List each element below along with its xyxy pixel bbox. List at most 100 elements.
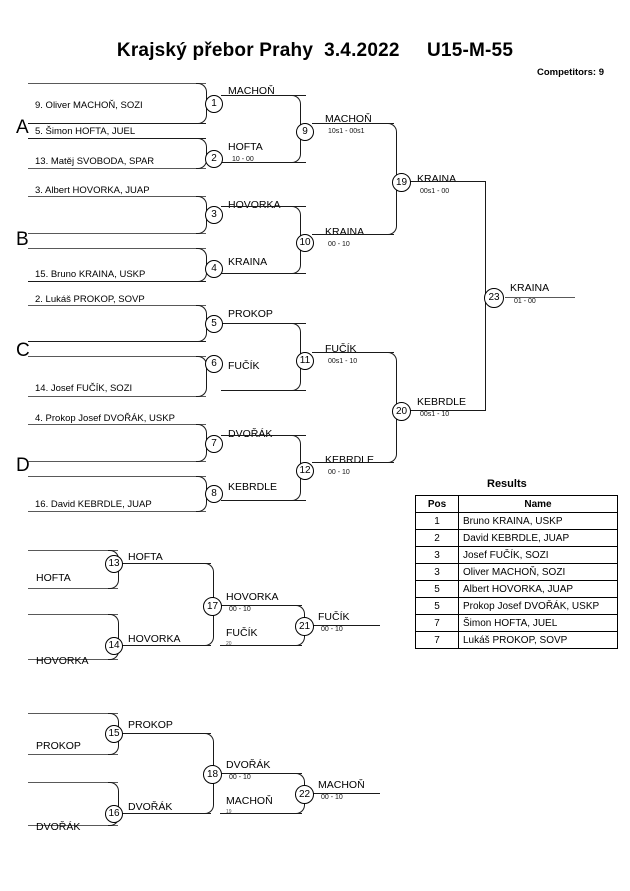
semi-m20-bottom-line <box>312 462 394 463</box>
result-name: Albert HOVORKA, JUAP <box>458 580 618 598</box>
table-row[interactable]: 5 Albert HOVORKA, JUAP <box>415 580 618 598</box>
match-circle-13[interactable]: 13 <box>105 555 123 573</box>
result-pos: 5 <box>415 580 459 598</box>
table-row[interactable]: 2 David KEBRDLE, JUAP <box>415 529 618 547</box>
match-circle-5[interactable]: 5 <box>205 315 223 333</box>
r2-m11-bottom-line <box>221 390 306 391</box>
match-2-winner: HOFTA <box>228 141 263 153</box>
match-22-winner: MACHOŇ <box>318 779 365 791</box>
r1-m1-elbow-top <box>196 83 207 104</box>
table-row[interactable]: 5 Prokop Josef DVOŘÁK, USKP <box>415 597 618 615</box>
r1-m1-top-line <box>28 83 206 84</box>
match-12-winner: KEBRDLE <box>325 454 375 466</box>
r1-m6-bottom-line <box>28 396 206 397</box>
result-name: Oliver MACHOŇ, SOZI <box>458 563 618 581</box>
r2-m11-elbow-top <box>290 323 301 361</box>
entrant-5-simon-hofta: 5. Šimon HOFTA, JUEL <box>35 126 136 137</box>
match-circle-21[interactable]: 21 <box>295 617 314 636</box>
match-14-feeder: HOVORKA <box>36 655 89 667</box>
match-circle-9[interactable]: 9 <box>296 123 314 141</box>
table-row[interactable]: 3 Josef FUČÍK, SOZI <box>415 546 618 564</box>
group-label-a: A <box>16 117 29 138</box>
match-circle-4[interactable]: 4 <box>205 260 223 278</box>
rep-m17-top-line <box>121 563 211 564</box>
rep-m18-bottom-line <box>121 813 211 814</box>
rep-m21-elbow-top <box>294 605 305 626</box>
match-11-score: 00s1 - 10 <box>328 358 358 365</box>
match-16-feeder: DVOŘÁK <box>36 821 81 833</box>
match-circle-11[interactable]: 11 <box>296 352 314 370</box>
results-col-pos: Pos <box>415 495 459 513</box>
match-circle-14[interactable]: 14 <box>105 637 123 655</box>
results-table: Pos Name 1 Bruno KRAINA, USKP 2 David KE… <box>415 495 618 649</box>
match-13-feeder: HOFTA <box>36 572 71 584</box>
match-circle-7[interactable]: 7 <box>205 435 223 453</box>
r1-m7-top-line <box>28 424 206 425</box>
table-row[interactable]: 7 Šimon HOFTA, JUEL <box>415 614 618 632</box>
match-circle-12[interactable]: 12 <box>296 462 314 480</box>
match-21-opponent: FUČÍK <box>226 627 258 639</box>
result-name: David KEBRDLE, JUAP <box>458 529 618 547</box>
rep-m13-bottom-line <box>28 588 118 589</box>
rep-m17-bottom-line <box>121 645 211 646</box>
match-circle-15[interactable]: 15 <box>105 725 123 743</box>
match-circle-10[interactable]: 10 <box>296 234 314 252</box>
results-col-name: Name <box>458 495 618 513</box>
match-circle-23[interactable]: 23 <box>484 288 504 308</box>
match-8-winner: KEBRDLE <box>228 481 278 493</box>
match-circle-8[interactable]: 8 <box>205 485 223 503</box>
group-label-d: D <box>16 455 30 476</box>
r1-m3-elbow-top <box>196 196 207 215</box>
r2-m9-elbow-top <box>290 95 301 132</box>
match-17-score: 00 - 10 <box>229 606 251 613</box>
result-pos: 3 <box>415 563 459 581</box>
match-circle-16[interactable]: 16 <box>105 805 123 823</box>
entrant-9-oliver-machon: 9. Oliver MACHOŇ, SOZI <box>35 100 143 111</box>
rep-m16-elbow-top <box>108 782 119 814</box>
match-21-opponent-ref: 20 <box>226 641 232 647</box>
r1-m2-bottom-line <box>28 168 206 169</box>
table-row[interactable]: 7 Lukáš PROKOP, SOVP <box>415 631 618 649</box>
third-place-lower-line <box>312 793 380 794</box>
rep-m16-top-line <box>28 782 118 783</box>
match-circle-22[interactable]: 22 <box>295 785 314 804</box>
r2-m12-top-line <box>221 435 306 436</box>
rep-m17-elbow-top <box>203 563 214 606</box>
match-circle-20[interactable]: 20 <box>392 402 411 421</box>
r1-m2-top-line <box>28 138 206 139</box>
rep-m14-bottom-line <box>28 659 118 660</box>
match-circle-6[interactable]: 6 <box>205 355 223 373</box>
result-pos: 7 <box>415 631 459 649</box>
match-circle-17[interactable]: 17 <box>203 597 222 616</box>
match-7-winner: DVOŘÁK <box>228 428 273 440</box>
r1-m4-bottom-line <box>28 281 206 282</box>
match-circle-1[interactable]: 1 <box>205 95 223 113</box>
match-22-opponent-ref: 19 <box>226 809 232 815</box>
match-23-winner: KRAINA <box>510 282 550 294</box>
semi-m20-top-line <box>312 352 394 353</box>
match-9-score: 10s1 - 00s1 <box>328 128 365 135</box>
entrant-4-prokop-josef-dvorak: 4. Prokop Josef DVOŘÁK, USKP <box>35 413 175 424</box>
match-2-score: 10 - 00 <box>232 156 254 163</box>
rep-m21-top-line <box>220 605 302 606</box>
rep-m13-top-line <box>28 550 118 551</box>
r1-m4-top-line <box>28 248 206 249</box>
r2-m11-top-line <box>221 323 306 324</box>
match-20-winner: KEBRDLE <box>417 396 467 408</box>
r1-m1-bottom-line <box>28 123 206 124</box>
table-row[interactable]: 3 Oliver MACHOŇ, SOZI <box>415 563 618 581</box>
match-circle-2[interactable]: 2 <box>205 150 223 168</box>
match-21-winner: FUČÍK <box>318 611 350 623</box>
rep-m21-bottom-line <box>220 645 302 646</box>
semi-m20-elbow-top <box>386 352 397 411</box>
match-circle-18[interactable]: 18 <box>203 765 222 784</box>
match-circle-3[interactable]: 3 <box>205 206 223 224</box>
r1-m7-elbow-top <box>196 424 207 444</box>
match-circle-19[interactable]: 19 <box>392 173 411 192</box>
match-6-winner: FUČÍK <box>228 360 260 372</box>
r1-m2-elbow-top <box>196 138 207 154</box>
table-row[interactable]: 1 Bruno KRAINA, USKP <box>415 512 618 530</box>
r1-m5-top-line <box>28 305 206 306</box>
match-22-score: 00 - 10 <box>321 794 343 801</box>
match-23-score: 01 - 00 <box>514 298 536 305</box>
